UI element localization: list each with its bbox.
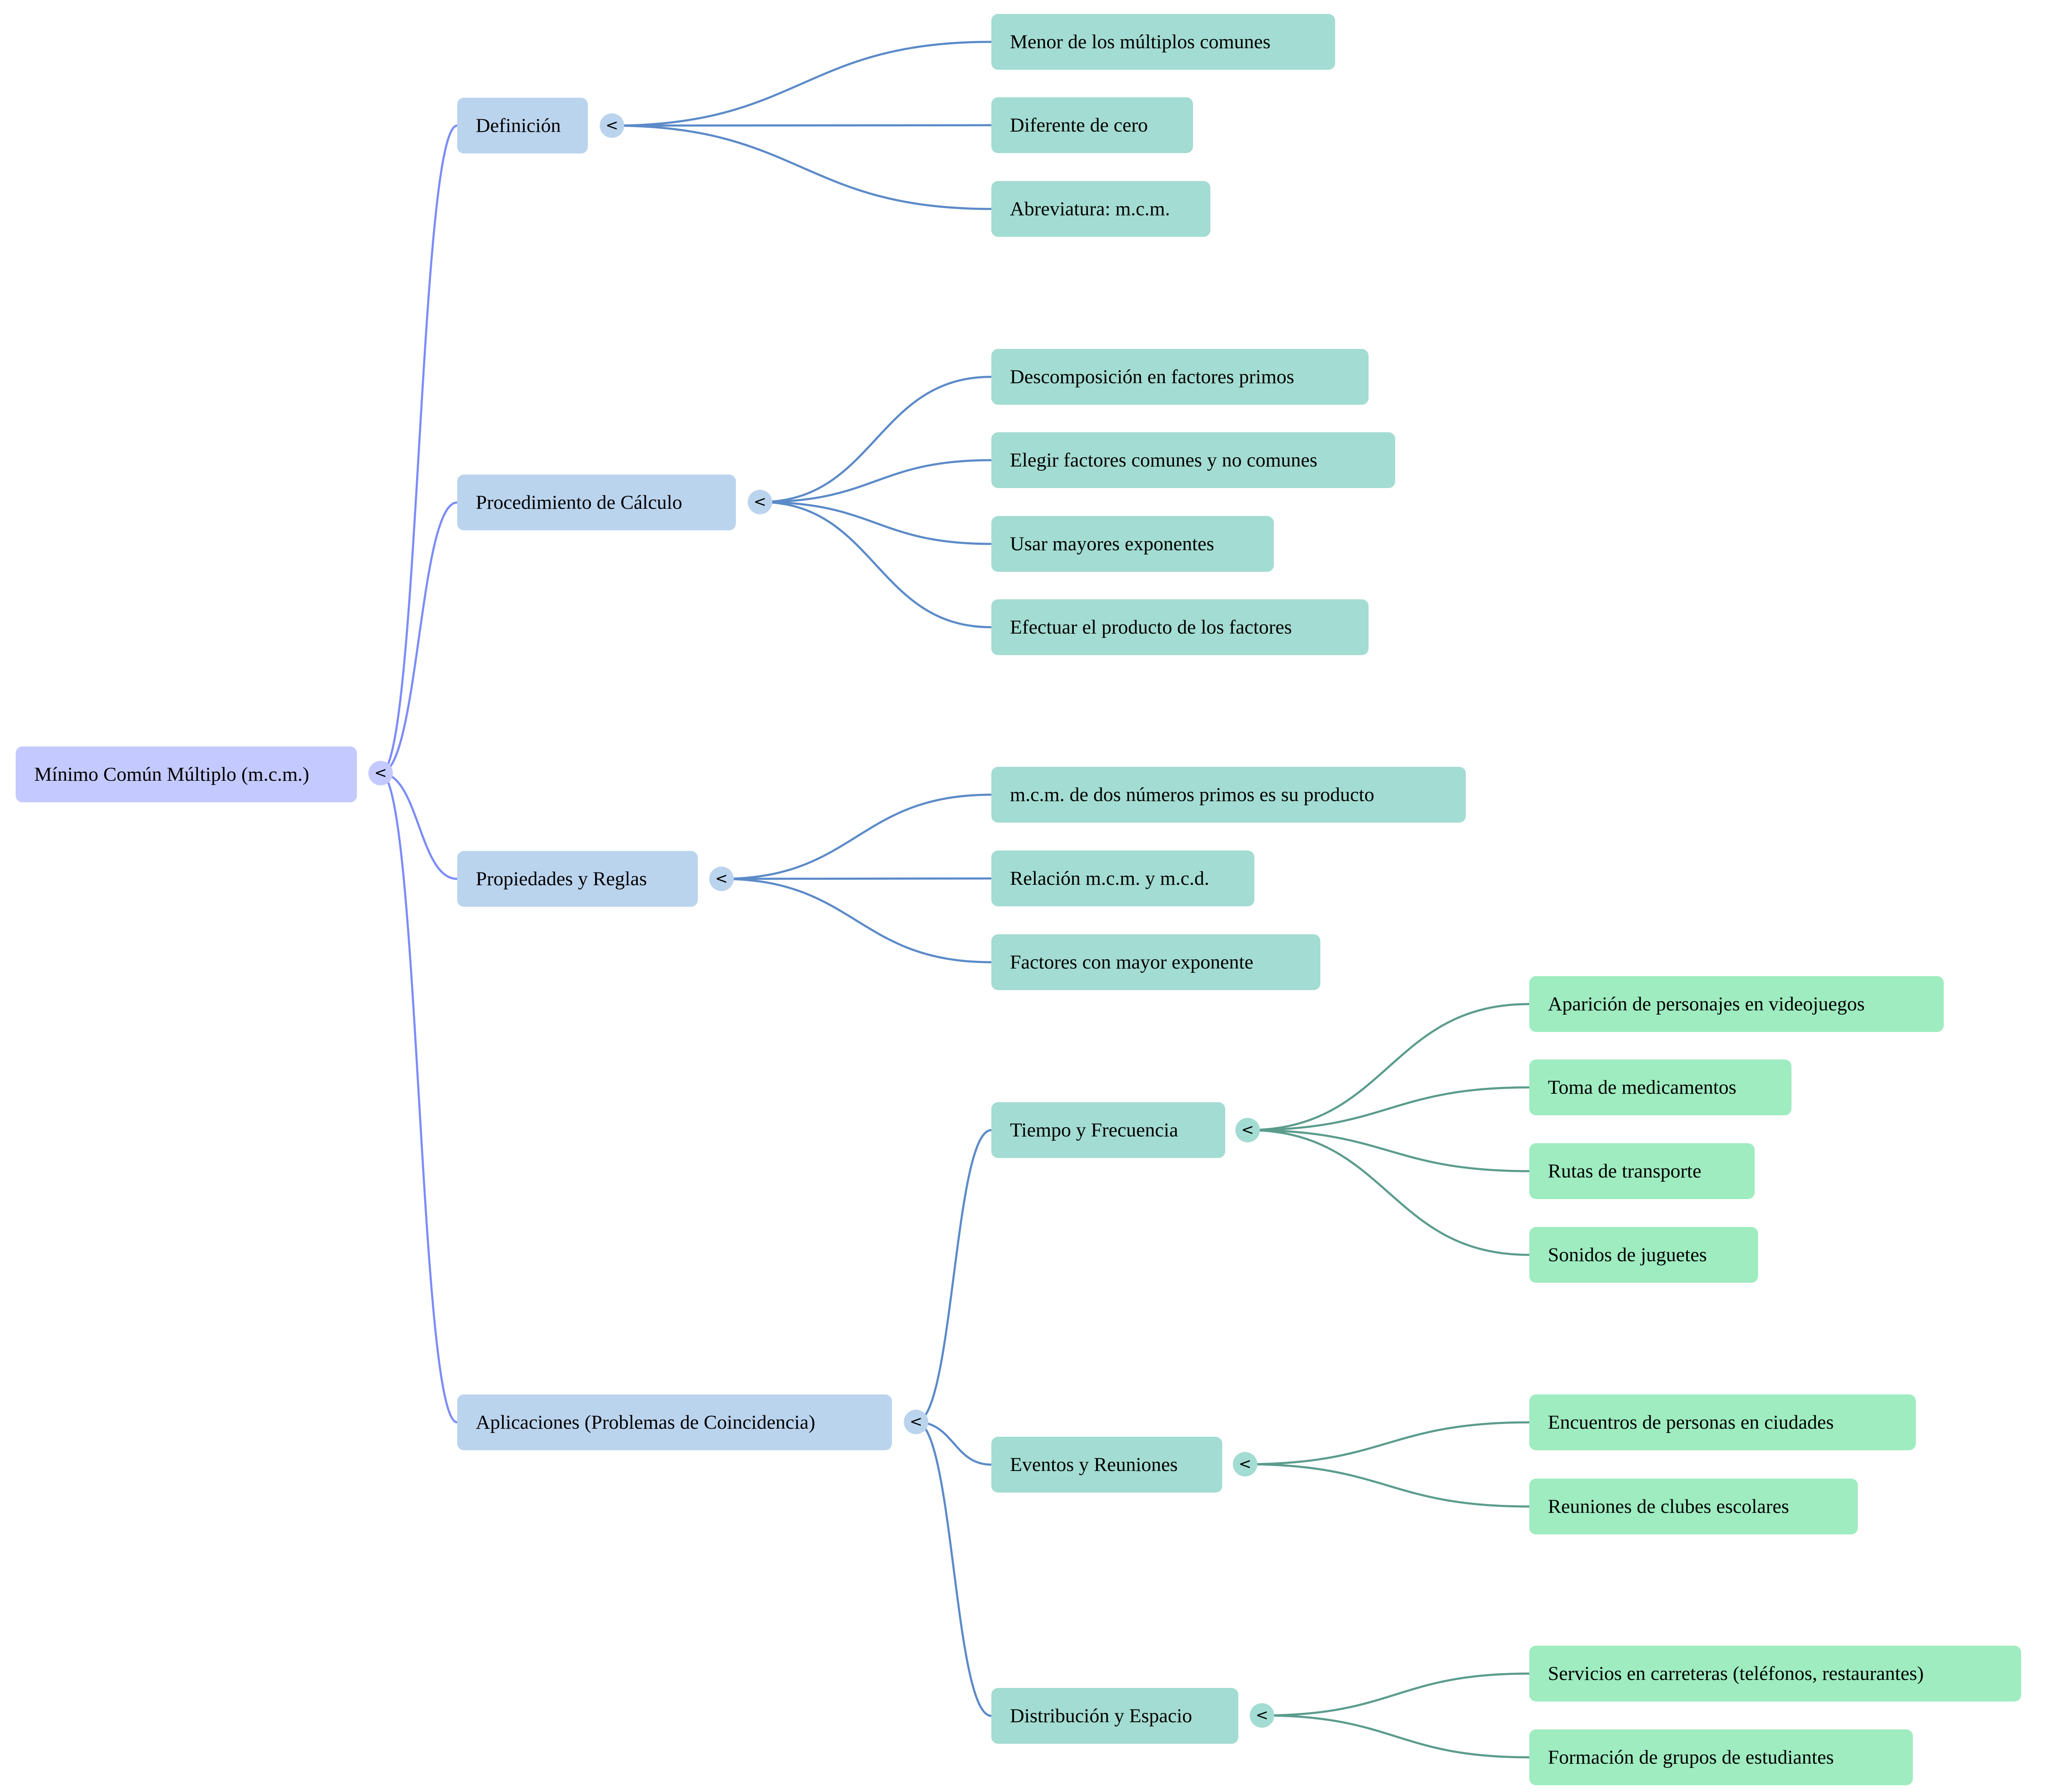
connector-n-3-0-0 bbox=[1247, 1003, 1530, 1131]
node-label: Mínimo Común Múltiplo (m.c.m.) bbox=[34, 763, 310, 785]
node-label: Abreviatura: m.c.m. bbox=[1010, 198, 1170, 220]
node-label: Relación m.c.m. y m.c.d. bbox=[1010, 867, 1210, 889]
sub-branch-node-distribucion[interactable]: Distribución y Espacio bbox=[991, 1688, 1238, 1744]
leaf-node[interactable]: Rutas de transporte bbox=[1529, 1143, 1755, 1199]
branch-node-definicion[interactable]: Definición bbox=[457, 98, 588, 154]
collapse-toggle-aplicaciones[interactable]: < bbox=[904, 1410, 928, 1434]
connector-n-3-2-0 bbox=[1262, 1672, 1530, 1717]
connector-n-2-1-0 bbox=[760, 376, 992, 503]
chevron-left-icon: < bbox=[374, 764, 387, 782]
leaf-node[interactable]: Relación m.c.m. y m.c.d. bbox=[991, 851, 1254, 906]
collapse-toggle-distribucion[interactable]: < bbox=[1250, 1703, 1274, 1728]
node-label: m.c.m. de dos números primos es su produ… bbox=[1010, 784, 1374, 806]
root-node[interactable]: Mínimo Común Múltiplo (m.c.m.) bbox=[16, 746, 357, 802]
node-label: Efectuar el producto de los factores bbox=[1010, 616, 1292, 638]
leaf-node[interactable]: Encuentros de personas en ciudades bbox=[1529, 1394, 1916, 1450]
connector-n-2-0-0 bbox=[612, 41, 992, 127]
leaf-node[interactable]: Reuniones de clubes escolares bbox=[1529, 1479, 1858, 1534]
node-label: Servicios en carreteras (teléfonos, rest… bbox=[1548, 1663, 1924, 1685]
chevron-left-icon: < bbox=[605, 117, 619, 134]
leaf-node[interactable]: Sonidos de juguetes bbox=[1529, 1227, 1758, 1283]
collapse-toggle-root[interactable]: < bbox=[368, 761, 393, 785]
node-label: Toma de medicamentos bbox=[1548, 1076, 1737, 1098]
leaf-node[interactable]: Elegir factores comunes y no comunes bbox=[991, 432, 1395, 488]
chevron-left-icon: < bbox=[1255, 1707, 1269, 1724]
chevron-left-icon: < bbox=[715, 870, 728, 887]
node-label: Aplicaciones (Problemas de Coincidencia) bbox=[476, 1411, 815, 1433]
node-label: Formación de grupos de estudiantes bbox=[1548, 1746, 1834, 1768]
connector-n-3-2-1 bbox=[1262, 1714, 1530, 1759]
leaf-node[interactable]: Servicios en carreteras (teléfonos, rest… bbox=[1529, 1646, 2021, 1701]
connector-n-3-0-3 bbox=[1247, 1129, 1530, 1256]
leaf-node[interactable]: Aparición de personajes en videojuegos bbox=[1529, 976, 1944, 1032]
connector-n-3-0-2 bbox=[1247, 1129, 1530, 1172]
node-label: Descomposición en factores primos bbox=[1010, 366, 1295, 388]
leaf-node[interactable]: Toma de medicamentos bbox=[1529, 1059, 1791, 1115]
connector-n-2-0-2 bbox=[612, 124, 992, 210]
node-label: Procedimiento de Cálculo bbox=[476, 491, 683, 513]
sub-branch-node-tiempo[interactable]: Tiempo y Frecuencia bbox=[991, 1102, 1225, 1158]
connector-root-n-1-2 bbox=[380, 772, 458, 880]
node-label: Factores con mayor exponente bbox=[1010, 951, 1254, 973]
leaf-node[interactable]: Descomposición en factores primos bbox=[991, 349, 1369, 405]
connector-n-2-3-1 bbox=[916, 1421, 992, 1466]
node-label: Diferente de cero bbox=[1010, 114, 1148, 136]
leaf-node[interactable]: Abreviatura: m.c.m. bbox=[991, 181, 1210, 237]
sub-branch-node-eventos[interactable]: Eventos y Reuniones bbox=[991, 1437, 1222, 1493]
node-label: Propiedades y Reglas bbox=[476, 868, 647, 890]
connector-n-2-2-0 bbox=[721, 793, 992, 880]
collapse-toggle-propiedades[interactable]: < bbox=[709, 867, 734, 891]
chevron-left-icon: < bbox=[909, 1413, 923, 1430]
collapse-toggle-procedimiento[interactable]: < bbox=[748, 490, 772, 514]
connector-n-2-3-2 bbox=[916, 1421, 992, 1717]
connector-n-2-1-2 bbox=[760, 501, 992, 545]
leaf-node[interactable]: Diferente de cero bbox=[991, 97, 1193, 153]
connector-n-2-0-1 bbox=[612, 124, 992, 127]
node-label: Definición bbox=[476, 115, 561, 137]
node-label: Sonidos de juguetes bbox=[1548, 1244, 1707, 1266]
node-label: Tiempo y Frecuencia bbox=[1010, 1119, 1178, 1141]
connector-root-n-1-1 bbox=[380, 501, 458, 774]
connector-n-3-1-0 bbox=[1245, 1421, 1530, 1465]
collapse-toggle-tiempo[interactable]: < bbox=[1235, 1118, 1260, 1142]
node-label: Reuniones de clubes escolares bbox=[1548, 1496, 1789, 1518]
connector-n-3-1-1 bbox=[1245, 1463, 1530, 1508]
node-label: Menor de los múltiplos comunes bbox=[1010, 31, 1271, 53]
leaf-node[interactable]: Usar mayores exponentes bbox=[991, 516, 1274, 572]
leaf-node[interactable]: Factores con mayor exponente bbox=[991, 934, 1320, 990]
node-label: Rutas de transporte bbox=[1548, 1160, 1701, 1182]
node-label: Usar mayores exponentes bbox=[1010, 533, 1214, 555]
collapse-toggle-definicion[interactable]: < bbox=[600, 113, 624, 138]
branch-node-procedimiento[interactable]: Procedimiento de Cálculo bbox=[457, 475, 736, 530]
chevron-left-icon: < bbox=[1241, 1121, 1254, 1139]
leaf-node[interactable]: Menor de los múltiplos comunes bbox=[991, 14, 1335, 70]
connector-n-3-0-1 bbox=[1247, 1086, 1530, 1131]
branch-node-aplicaciones[interactable]: Aplicaciones (Problemas de Coincidencia) bbox=[457, 1394, 892, 1450]
connector-n-2-1-3 bbox=[760, 501, 992, 628]
node-label: Eventos y Reuniones bbox=[1010, 1454, 1178, 1476]
leaf-node[interactable]: Efectuar el producto de los factores bbox=[991, 599, 1369, 655]
leaf-node[interactable]: m.c.m. de dos números primos es su produ… bbox=[991, 767, 1466, 823]
chevron-left-icon: < bbox=[753, 493, 767, 510]
collapse-toggle-eventos[interactable]: < bbox=[1233, 1452, 1257, 1476]
connector-root-n-1-0 bbox=[380, 124, 458, 774]
connector-root-n-1-3 bbox=[380, 772, 458, 1424]
leaf-node[interactable]: Formación de grupos de estudiantes bbox=[1529, 1729, 1913, 1785]
connector-n-2-1-1 bbox=[760, 459, 992, 503]
node-label: Encuentros de personas en ciudades bbox=[1548, 1411, 1834, 1433]
branch-node-propiedades[interactable]: Propiedades y Reglas bbox=[457, 851, 698, 907]
node-label: Distribución y Espacio bbox=[1010, 1705, 1192, 1727]
node-label: Elegir factores comunes y no comunes bbox=[1010, 449, 1317, 471]
connector-n-2-2-1 bbox=[721, 877, 992, 880]
node-label: Aparición de personajes en videojuegos bbox=[1548, 993, 1865, 1015]
chevron-left-icon: < bbox=[1238, 1455, 1252, 1473]
connector-n-2-2-2 bbox=[721, 878, 992, 963]
connector-n-2-3-0 bbox=[916, 1129, 992, 1423]
